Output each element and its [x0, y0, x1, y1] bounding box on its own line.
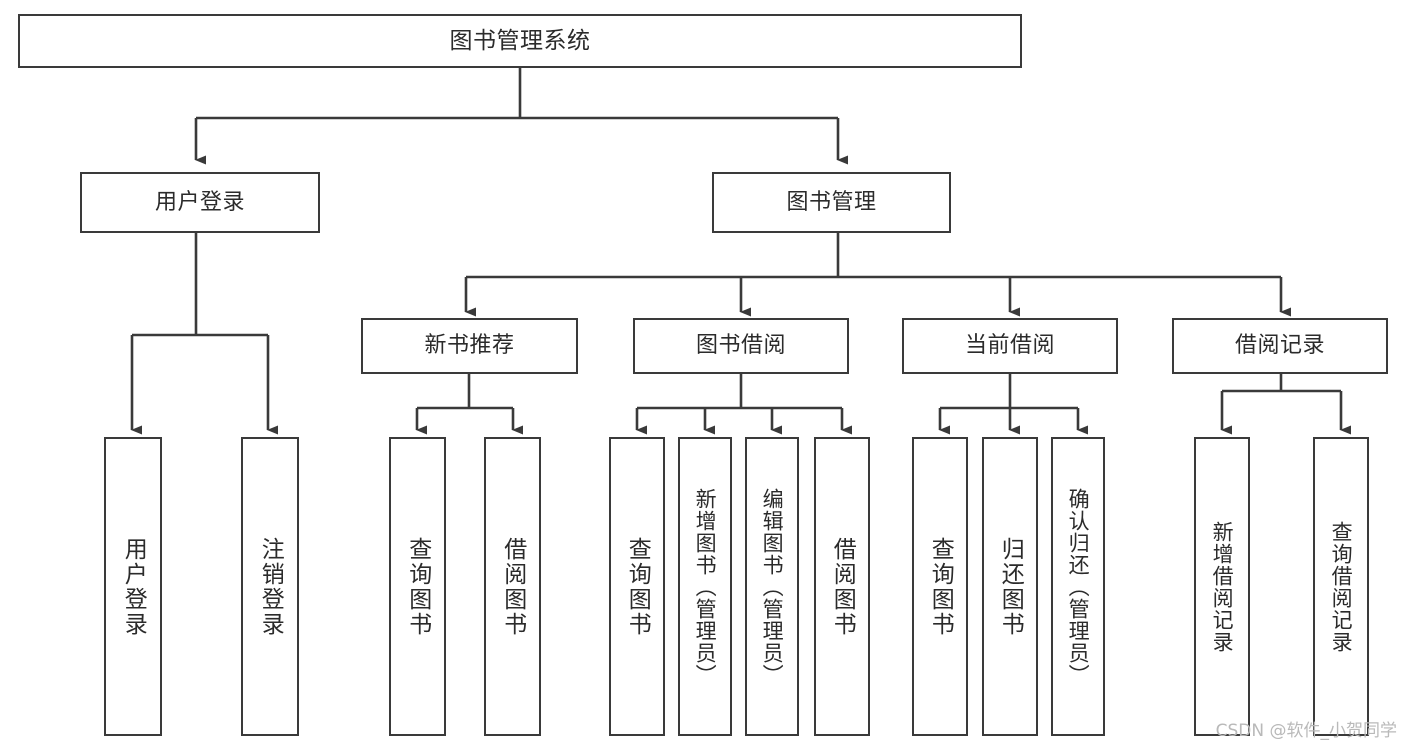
leaf-borrow-book-1[interactable]: 借阅图书	[484, 437, 541, 736]
node-new-book-rec[interactable]: 新书推荐	[361, 318, 578, 374]
leaf-return-book-label: 归还图书	[997, 536, 1024, 637]
node-new-book-rec-label: 新书推荐	[424, 333, 515, 358]
leaf-borrow-book-1-label: 借阅图书	[499, 536, 526, 637]
leaf-add-book-label: 新增图书（管理员）	[693, 487, 718, 686]
leaf-confirm-return-label: 确认归还（管理员）	[1066, 487, 1091, 686]
node-current-borrow-label: 当前借阅	[964, 333, 1055, 358]
node-borrow-record-label: 借阅记录	[1234, 333, 1325, 358]
leaf-query-book-3[interactable]: 查询图书	[912, 437, 968, 736]
node-root[interactable]: 图书管理系统	[18, 14, 1022, 68]
node-borrow-record[interactable]: 借阅记录	[1172, 318, 1388, 374]
leaf-borrow-book-2-label: 借阅图书	[829, 536, 856, 637]
leaf-user-login[interactable]: 用户登录	[104, 437, 162, 736]
leaf-query-record-label: 查询借阅记录	[1329, 520, 1354, 653]
node-book-borrow[interactable]: 图书借阅	[633, 318, 849, 374]
node-root-label: 图书管理系统	[449, 27, 591, 54]
leaf-query-book-2[interactable]: 查询图书	[609, 437, 665, 736]
leaf-query-book-3-label: 查询图书	[927, 536, 954, 637]
leaf-edit-book-label: 编辑图书（管理员）	[760, 487, 785, 686]
leaf-add-record-label: 新增借阅记录	[1210, 520, 1235, 653]
leaf-query-book-2-label: 查询图书	[624, 536, 651, 637]
leaf-borrow-book-2[interactable]: 借阅图书	[814, 437, 870, 736]
node-book-manage[interactable]: 图书管理	[712, 172, 951, 233]
leaf-edit-book[interactable]: 编辑图书（管理员）	[745, 437, 799, 736]
leaf-user-login-label: 用户登录	[120, 536, 147, 637]
node-book-manage-label: 图书管理	[786, 189, 877, 215]
leaf-add-book[interactable]: 新增图书（管理员）	[678, 437, 732, 736]
leaf-logout[interactable]: 注销登录	[241, 437, 299, 736]
leaf-return-book[interactable]: 归还图书	[982, 437, 1038, 736]
node-book-borrow-label: 图书借阅	[695, 333, 786, 358]
node-user-login-label: 用户登录	[154, 189, 245, 215]
leaf-query-record[interactable]: 查询借阅记录	[1313, 437, 1369, 736]
node-current-borrow[interactable]: 当前借阅	[902, 318, 1118, 374]
leaf-add-record[interactable]: 新增借阅记录	[1194, 437, 1250, 736]
leaf-query-book-1-label: 查询图书	[404, 536, 431, 637]
leaf-confirm-return[interactable]: 确认归还（管理员）	[1051, 437, 1105, 736]
leaf-logout-label: 注销登录	[257, 536, 284, 637]
node-user-login[interactable]: 用户登录	[80, 172, 320, 233]
csdn-watermark: CSDN @软件_小贺同学	[1215, 721, 1397, 741]
leaf-query-book-1[interactable]: 查询图书	[389, 437, 446, 736]
